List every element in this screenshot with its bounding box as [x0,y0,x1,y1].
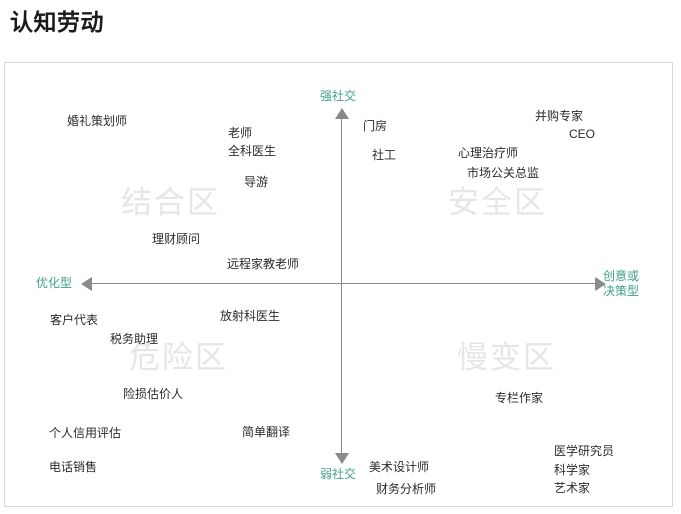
data-point-label: 电话销售 [49,460,98,474]
data-point-label: 心理治疗师 [458,146,519,160]
data-point-label: 医学研究员 [554,444,615,458]
arrow-left-icon [81,277,92,291]
data-point-label: 理财顾问 [152,232,201,246]
data-point-label: 全科医生 [228,144,277,158]
data-point-label: 远程家教老师 [227,257,300,271]
data-point-label: 险损估价人 [123,387,184,401]
data-point-label: CEO [569,127,596,141]
quadrant-label-danger-zone: 危险区 [129,340,228,375]
data-point-label: 专栏作家 [495,391,544,405]
vertical-axis-line [341,115,342,455]
quadrant-label-combination-zone: 结合区 [121,185,220,220]
page-title: 认知劳动 [10,9,104,35]
data-point-label: 客户代表 [50,313,99,327]
data-point-label: 个人信用评估 [49,426,122,440]
arrow-right-icon [595,277,606,291]
arrow-up-icon [335,108,349,119]
data-point-label: 市场公关总监 [467,166,540,180]
data-point-label: 美术设计师 [369,460,430,474]
data-point-label: 社工 [372,148,397,162]
data-point-label: 税务助理 [110,332,159,346]
data-point-label: 财务分析师 [376,482,437,496]
axis-label-right-line2: 决策型 [603,284,640,298]
arrow-down-icon [335,453,349,464]
quadrant-label-safe-zone: 安全区 [448,185,547,220]
axis-label-weak-social: 弱社交 [320,467,357,481]
data-point-label: 门房 [363,119,388,133]
data-point-label: 并购专家 [535,109,584,123]
chart-panel: 强社交 弱社交 优化型 创意或 决策型 结合区 安全区 危险区 慢变区 婚礼策划… [4,62,673,507]
data-point-label: 科学家 [554,463,591,477]
axis-label-right-line1: 创意或 [603,269,640,283]
data-point-label: 导游 [244,175,269,189]
axis-label-optimization-type: 优化型 [36,276,73,290]
data-point-label: 老师 [228,126,253,140]
data-point-label: 简单翻译 [242,425,291,439]
data-point-label: 艺术家 [554,481,591,495]
data-point-label: 放射科医生 [220,309,281,323]
horizontal-axis-line [90,283,597,284]
axis-label-creative-decision-type: 创意或 决策型 [603,269,639,299]
quadrant-label-slow-change-zone: 慢变区 [457,340,556,375]
data-point-label: 婚礼策划师 [67,114,128,128]
axis-label-strong-social: 强社交 [320,89,357,103]
